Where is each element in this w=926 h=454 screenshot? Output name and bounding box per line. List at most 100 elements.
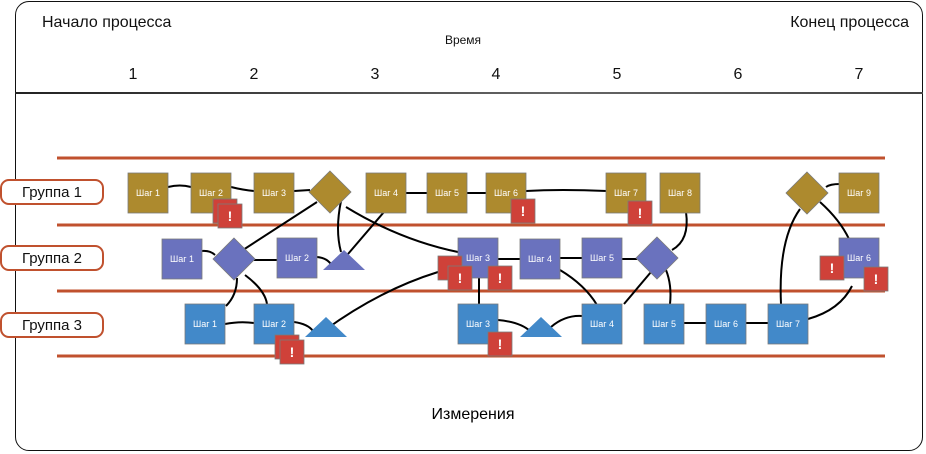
step-label: Шаг 9 <box>847 188 871 198</box>
g2-merge-triangle[interactable] <box>323 250 365 270</box>
group-label-3[interactable]: Группа 3 <box>0 312 104 338</box>
warning-marker[interactable]: ! <box>487 331 513 357</box>
connector <box>779 208 801 305</box>
step-label: Шаг 8 <box>668 188 692 198</box>
g1-step-8[interactable]: Шаг 8 <box>659 172 701 214</box>
process-end-label: Конец процесса <box>790 14 909 31</box>
g3-step-6[interactable]: Шаг 6 <box>705 303 747 345</box>
connector <box>807 285 853 320</box>
connector <box>671 211 688 251</box>
connector <box>819 201 850 240</box>
g1-decision-diamond[interactable] <box>308 170 352 214</box>
step-label: Шаг 4 <box>374 188 398 198</box>
step-label: Шаг 6 <box>847 253 871 263</box>
lane-lines <box>57 156 885 358</box>
step-label: Шаг 4 <box>590 319 614 329</box>
time-tick-5: 5 <box>612 66 622 83</box>
process-start-label: Начало процесса <box>42 14 172 31</box>
g1-step-5[interactable]: Шаг 5 <box>426 172 468 214</box>
warning-marker[interactable]: ! <box>819 255 845 281</box>
warning-icon: ! <box>458 270 463 286</box>
connector <box>345 206 459 253</box>
connectors <box>167 183 853 332</box>
g1-step-3[interactable]: Шаг 3 <box>253 172 295 214</box>
connector <box>347 211 385 255</box>
warning-marker[interactable]: ! <box>217 203 243 229</box>
warning-markers: ! ! ! ! ! ! ! ! ! <box>212 198 889 365</box>
step-label: Шаг 3 <box>466 319 490 329</box>
connector <box>244 274 268 305</box>
g1-step-9[interactable]: Шаг 9 <box>838 172 880 214</box>
connector <box>623 271 652 305</box>
g3-step-4[interactable]: Шаг 4 <box>581 303 623 345</box>
warning-icon: ! <box>290 344 295 360</box>
step-label: Шаг 5 <box>435 188 459 198</box>
g1-step-1[interactable]: Шаг 1 <box>127 172 169 214</box>
step-label: Шаг 3 <box>466 253 490 263</box>
group-2-nodes: Шаг 1 Шаг 2 Шаг 3 Шаг 4 Шаг 5 Шаг 6 <box>161 236 880 281</box>
warning-marker[interactable]: ! <box>279 339 305 365</box>
step-label: Шаг 1 <box>136 188 160 198</box>
connector <box>559 269 598 306</box>
warning-icon: ! <box>498 336 503 352</box>
g3-step-5[interactable]: Шаг 5 <box>643 303 685 345</box>
connector <box>665 269 672 305</box>
warning-marker[interactable]: ! <box>447 265 473 291</box>
g2-decision-diamond[interactable] <box>635 236 679 280</box>
diagram-frame <box>15 1 923 451</box>
g2-decision-diamond[interactable] <box>212 237 256 281</box>
time-tick-1: 1 <box>128 66 138 83</box>
warning-marker[interactable]: ! <box>510 198 536 224</box>
group-label-2[interactable]: Группа 2 <box>0 245 104 271</box>
connector <box>525 189 608 192</box>
time-tick-4: 4 <box>491 66 501 83</box>
warning-marker[interactable]: ! <box>487 265 513 291</box>
connector <box>293 321 314 332</box>
warning-icon: ! <box>638 205 643 221</box>
step-label: Шаг 5 <box>590 253 614 263</box>
measurements-label: Измерения <box>431 406 515 423</box>
step-label: Шаг 3 <box>262 188 286 198</box>
connector <box>167 184 192 188</box>
connector <box>225 277 238 307</box>
g1-step-4[interactable]: Шаг 4 <box>365 172 407 214</box>
g2-step-5[interactable]: Шаг 5 <box>581 237 623 279</box>
step-label: Шаг 7 <box>776 319 800 329</box>
warning-icon: ! <box>521 203 526 219</box>
group-1-nodes: Шаг 1 Шаг 2 Шаг 3 Шаг 4 Шаг 5 Шаг 6 Шаг … <box>127 170 880 215</box>
warning-icon: ! <box>830 260 835 276</box>
warning-marker[interactable]: ! <box>863 266 889 292</box>
connector <box>242 201 318 251</box>
connector <box>825 183 841 188</box>
group-3-nodes: Шаг 1 Шаг 2 Шаг 3 Шаг 4 Шаг 5 Шаг 6 Шаг … <box>184 303 809 345</box>
group-label-1[interactable]: Группа 1 <box>0 179 104 205</box>
g1-step-6[interactable]: Шаг 6 <box>485 172 527 214</box>
g2-step-1[interactable]: Шаг 1 <box>161 238 203 280</box>
warning-icon: ! <box>498 270 503 286</box>
g2-step-2[interactable]: Шаг 2 <box>276 237 318 279</box>
connector <box>230 186 255 192</box>
connector <box>224 321 255 325</box>
connector <box>497 319 531 332</box>
g3-step-1[interactable]: Шаг 1 <box>184 303 226 345</box>
step-label: Шаг 1 <box>193 319 217 329</box>
step-label: Шаг 2 <box>199 188 223 198</box>
warning-icon: ! <box>874 271 879 287</box>
g3-merge-triangle[interactable] <box>520 317 562 337</box>
step-label: Шаг 6 <box>494 188 518 198</box>
g3-step-7[interactable]: Шаг 7 <box>767 303 809 345</box>
warning-icon: ! <box>228 208 233 224</box>
step-label: Шаг 2 <box>285 253 309 263</box>
g2-step-4[interactable]: Шаг 4 <box>519 238 561 280</box>
g3-merge-triangle[interactable] <box>305 317 347 337</box>
warning-marker[interactable]: ! <box>627 200 653 226</box>
time-axis-title: Время <box>444 33 482 47</box>
connector <box>324 271 439 331</box>
time-tick-6: 6 <box>733 66 743 83</box>
step-label: Шаг 2 <box>262 319 286 329</box>
step-label: Шаг 7 <box>614 188 638 198</box>
connector <box>550 314 583 328</box>
g1-decision-diamond[interactable] <box>785 171 829 215</box>
connector <box>337 200 342 253</box>
connector <box>293 189 311 192</box>
